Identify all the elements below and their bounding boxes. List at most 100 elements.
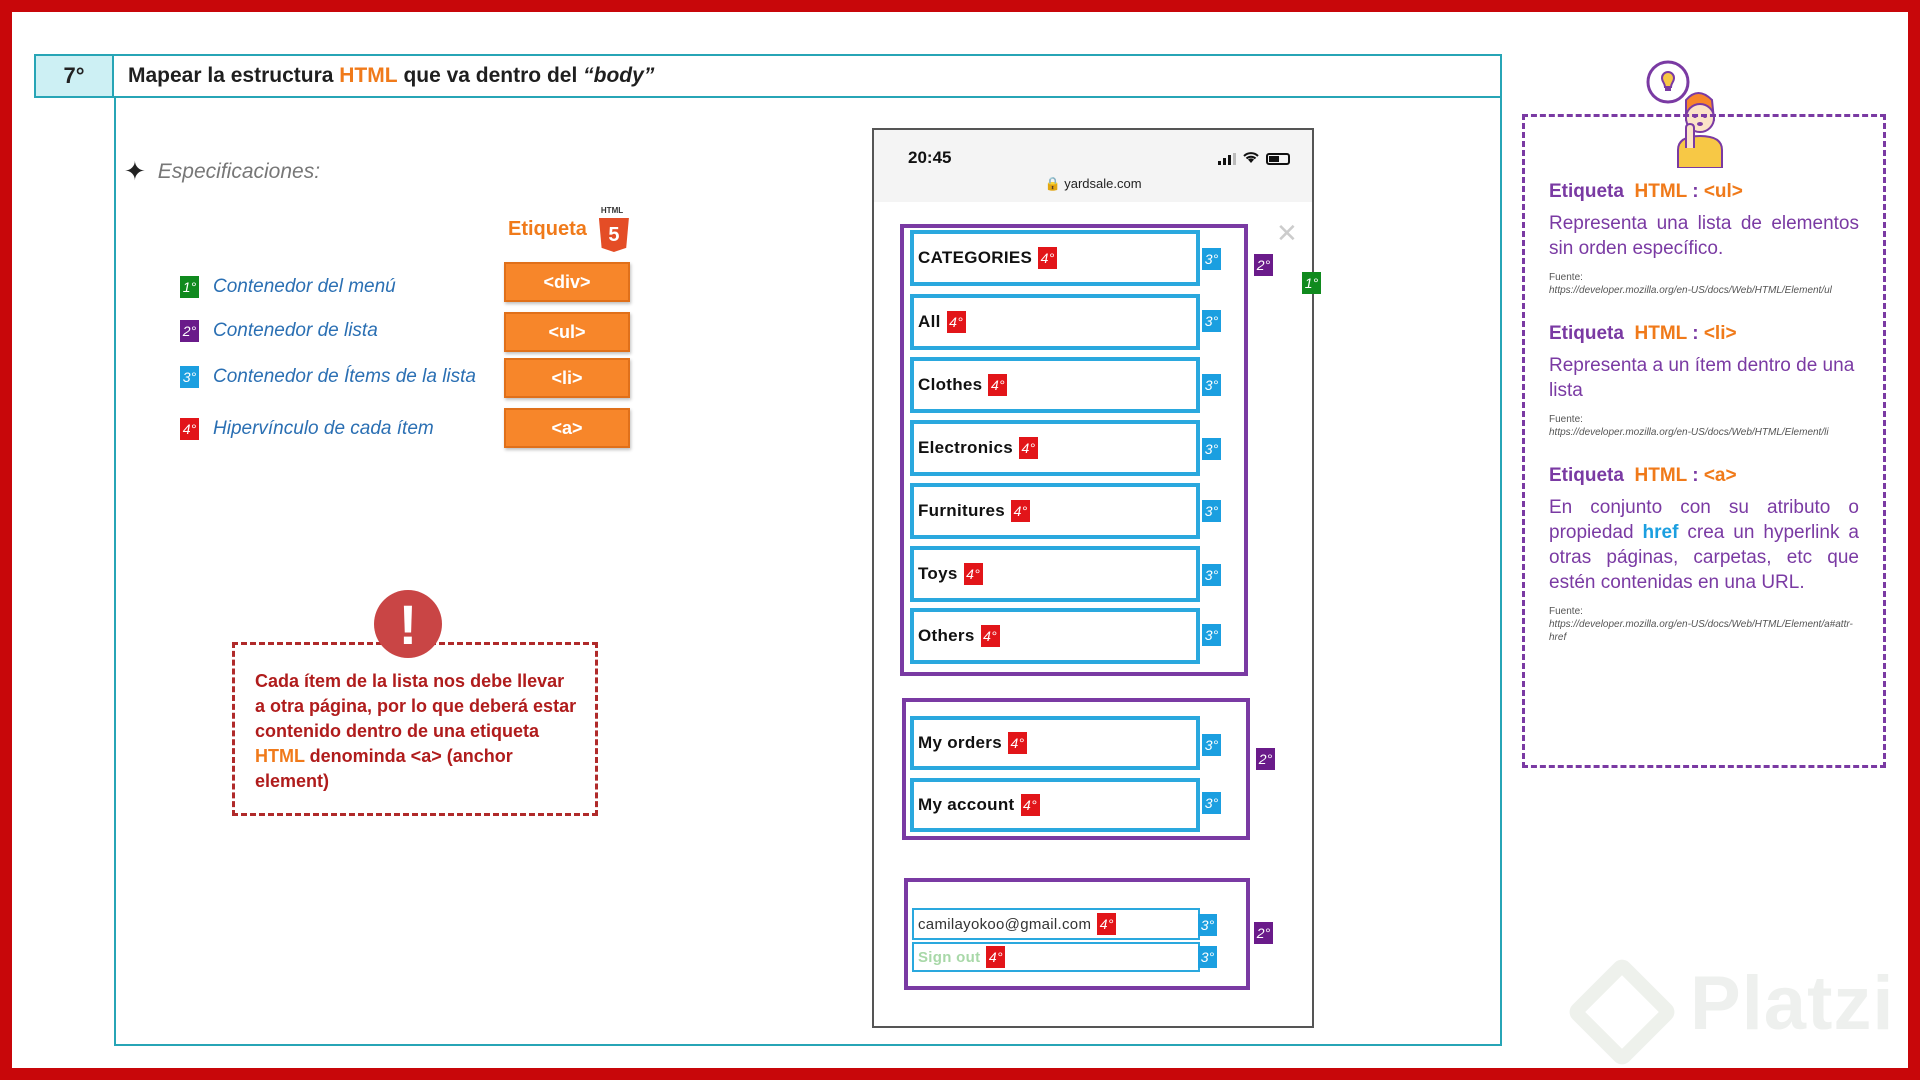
alert-text-pre: Cada ítem de la lista nos debe llevar a … — [255, 671, 577, 741]
a-badge: 4° — [1097, 913, 1117, 935]
specs-header: ✦ Especificaciones: — [124, 156, 320, 187]
definition-body: Representa a un ítem dentro de una lista — [1549, 355, 1855, 401]
definition-title: Etiqueta HTML : <ul> — [1549, 181, 1743, 202]
spec-label: Contenedor de Ítems de la lista — [213, 366, 476, 387]
definition-source: Fuente:https://developer.mozilla.org/en-… — [1549, 272, 1832, 296]
phone-url: 🔒 yardsale.com — [1044, 176, 1142, 191]
definition-ul: Etiqueta HTML : <ul> Representa una list… — [1549, 181, 1859, 297]
ul-badge: 2° — [1256, 748, 1275, 770]
list-group-categories — [900, 224, 1248, 676]
alert-text-post: denominda <a> (anchor element) — [255, 746, 513, 791]
slide-title: Mapear la estructura HTML que va dentro … — [114, 54, 1502, 98]
li-badge: 3° — [1202, 248, 1221, 270]
content-area — [114, 98, 1502, 1046]
li-badge: 3° — [1202, 792, 1221, 814]
source-link[interactable]: https://developer.mozilla.org/en-US/docs… — [1549, 427, 1829, 438]
a-badge: 4° — [980, 625, 1000, 647]
li-badge: 3° — [1202, 564, 1221, 586]
close-icon[interactable]: ✕ — [1276, 218, 1298, 248]
spec-row-a: 4° Hipervínculo de cada ítem — [180, 418, 434, 440]
alert-text-html: HTML — [255, 746, 305, 766]
etiqueta-label: Etiqueta — [508, 217, 587, 240]
definition-title: Etiqueta HTML : <a> — [1549, 465, 1737, 486]
li-badge: 3° — [1202, 734, 1221, 756]
div-badge: 1° — [1302, 272, 1321, 294]
battery-icon — [1266, 152, 1290, 165]
tag-div: <div> — [504, 262, 630, 302]
a-badge: 4° — [1038, 247, 1058, 269]
phone-status-bar: 20:45 🔒 yardsale.com — [874, 130, 1312, 202]
signal-icon — [1218, 152, 1236, 165]
spec-row-ul: 2° Contenedor de lista — [180, 320, 378, 342]
a-badge: 4° — [946, 311, 966, 333]
exclamation-icon: ! — [374, 590, 442, 658]
badge-3: 3° — [180, 366, 199, 388]
a-badge: 4° — [1007, 732, 1027, 754]
definition-a: Etiqueta HTML : <a> En conjunto con su a… — [1549, 465, 1859, 644]
tag-a: <a> — [504, 408, 630, 448]
platzi-watermark: Platzi — [1690, 961, 1895, 1046]
li-badge: 3° — [1198, 914, 1217, 936]
alert-note: Cada ítem de la lista nos debe llevar a … — [232, 642, 598, 816]
status-icons — [1218, 150, 1290, 167]
li-badge: 3° — [1202, 500, 1221, 522]
a-badge: 4° — [1011, 500, 1031, 522]
sparkle-icon: ✦ — [124, 156, 146, 186]
definitions-panel: Etiqueta HTML : <ul> Representa una list… — [1522, 114, 1886, 768]
a-badge: 4° — [988, 374, 1008, 396]
spec-row-li: 3° Contenedor de Ítems de la lista — [180, 366, 476, 388]
step-number: 7° — [34, 54, 114, 98]
definition-source: Fuente:https://developer.mozilla.org/en-… — [1549, 414, 1829, 438]
definition-source: Fuente:https://developer.mozilla.org/en-… — [1549, 606, 1853, 643]
specs-header-text: Especificaciones: — [157, 159, 321, 183]
title-body: “body” — [583, 64, 655, 87]
tag-li: <li> — [504, 358, 630, 398]
wifi-icon — [1242, 150, 1260, 167]
title-html: HTML — [339, 64, 398, 87]
li-badge: 3° — [1202, 310, 1221, 332]
definition-li: Etiqueta HTML : <li> Representa a un íte… — [1549, 323, 1859, 439]
title-mid: que va dentro del — [403, 64, 578, 87]
definition-body: En conjunto con su atributo o propiedad … — [1549, 497, 1859, 593]
title-pre: Mapear la estructura — [128, 64, 334, 87]
html5-shield: 5 — [598, 218, 629, 252]
source-link[interactable]: https://developer.mozilla.org/en-US/docs… — [1549, 285, 1832, 296]
list-group-user — [904, 878, 1250, 990]
a-badge: 4° — [986, 946, 1006, 968]
badge-4: 4° — [180, 418, 199, 440]
a-badge: 4° — [1018, 437, 1038, 459]
badge-1: 1° — [180, 276, 199, 298]
spec-label: Contenedor del menú — [213, 276, 396, 297]
html5-icon: HTML 5 — [597, 206, 631, 252]
ul-badge: 2° — [1254, 254, 1273, 276]
etiqueta-header: Etiqueta HTML 5 — [508, 206, 631, 252]
html5-caption: HTML — [600, 206, 624, 215]
source-link[interactable]: https://developer.mozilla.org/en-US/docs… — [1549, 619, 1853, 643]
a-badge: 4° — [963, 563, 983, 585]
li-badge: 3° — [1198, 946, 1217, 968]
spec-label: Hipervínculo de cada ítem — [213, 418, 434, 439]
spec-label: Contenedor de lista — [213, 320, 378, 341]
tag-ul: <ul> — [504, 312, 630, 352]
definition-body: Representa una lista de elementos sin or… — [1549, 213, 1859, 259]
ul-badge: 2° — [1254, 922, 1273, 944]
li-badge: 3° — [1202, 438, 1221, 460]
phone-time: 20:45 — [908, 148, 952, 167]
li-badge: 3° — [1202, 374, 1221, 396]
badge-2: 2° — [180, 320, 199, 342]
definition-title: Etiqueta HTML : <li> — [1549, 323, 1737, 344]
spec-row-div: 1° Contenedor del menú — [180, 276, 396, 298]
list-group-account — [902, 698, 1250, 840]
